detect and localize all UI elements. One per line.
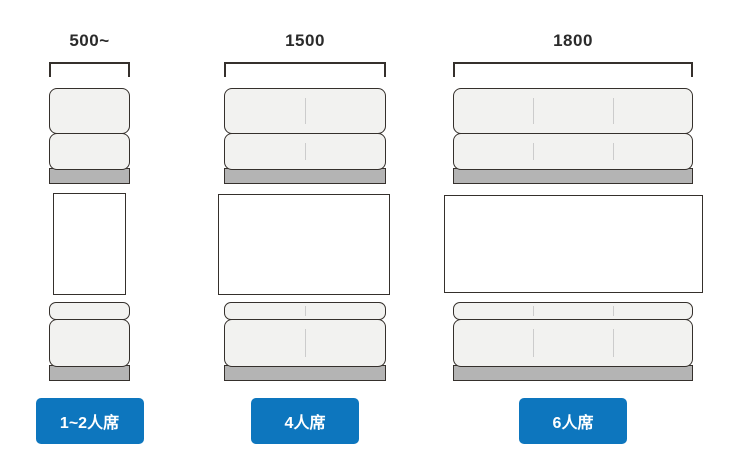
width-bracket <box>453 62 693 77</box>
sofa-top <box>224 88 386 184</box>
sofa-seat-cushion <box>453 132 693 170</box>
sofa-base <box>224 365 386 381</box>
table <box>444 195 703 293</box>
seat-divider <box>533 98 535 124</box>
column-small: 500~ 1~2人席 <box>35 0 144 474</box>
width-bracket <box>49 62 130 77</box>
seat-divider <box>533 142 535 160</box>
seat-capacity-label: 1~2人席 <box>35 398 144 444</box>
sofa-back-cushion <box>224 302 386 320</box>
seat-divider <box>305 98 306 124</box>
seat-divider <box>612 142 614 160</box>
sofa-bottom <box>453 302 693 381</box>
sofa-back-cushion <box>224 88 386 134</box>
sofa-base <box>453 168 693 184</box>
seat-divider <box>305 142 306 160</box>
table <box>53 193 126 295</box>
sofa-seat-cushion <box>453 318 693 367</box>
seat-divider <box>612 306 614 316</box>
table <box>218 194 390 295</box>
sofa-top <box>453 88 693 184</box>
sofa-back-cushion <box>453 88 693 134</box>
sofa-base <box>49 168 130 184</box>
seat-divider <box>612 328 614 357</box>
seat-divider <box>612 98 614 124</box>
column-medium: 1500 4人席 <box>218 0 390 474</box>
width-bracket <box>224 62 386 77</box>
sofa-seat-cushion <box>49 318 130 367</box>
seat-divider <box>533 328 535 357</box>
dimension-label: 500~ <box>69 31 110 50</box>
dimension-label: 1500 <box>285 31 325 50</box>
sofa-base <box>224 168 386 184</box>
sofa-top <box>49 88 130 184</box>
sofa-base <box>453 365 693 381</box>
sofa-bottom <box>49 302 130 381</box>
seat-divider <box>305 306 306 316</box>
sofa-seat-cushion <box>224 132 386 170</box>
sofa-back-cushion <box>49 88 130 134</box>
sofa-back-cushion <box>453 302 693 320</box>
sofa-seat-cushion <box>224 318 386 367</box>
seat-divider <box>533 306 535 316</box>
seat-capacity-label: 6人席 <box>519 398 627 444</box>
seat-divider <box>305 328 306 357</box>
column-large: 1800 6人席 <box>444 0 703 474</box>
dimension-label: 1800 <box>553 31 593 50</box>
sofa-seat-cushion <box>49 132 130 170</box>
sofa-back-cushion <box>49 302 130 320</box>
sofa-base <box>49 365 130 381</box>
sofa-bottom <box>224 302 386 381</box>
seat-capacity-label: 4人席 <box>251 398 359 444</box>
